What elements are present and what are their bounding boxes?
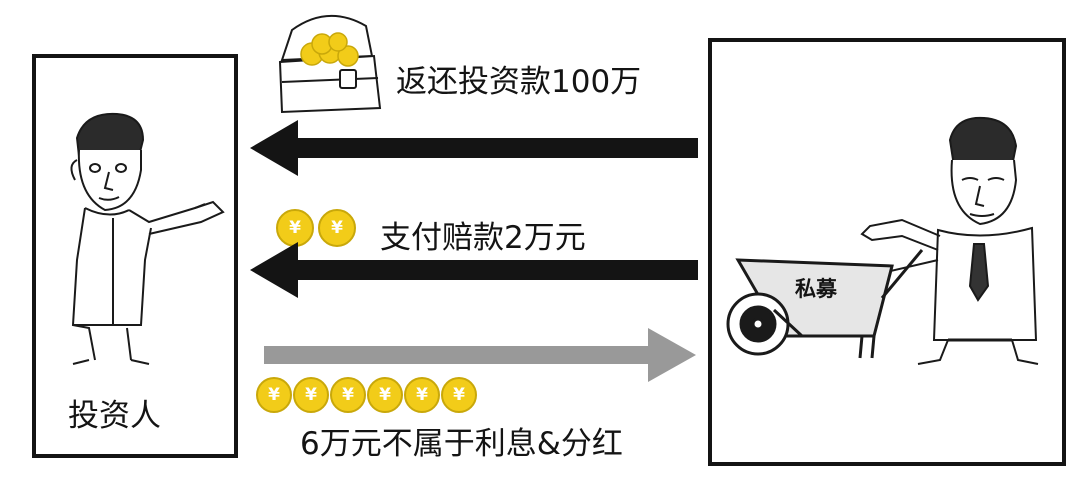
coin-group-row: ¥¥¥¥¥¥ bbox=[256, 377, 496, 413]
pay-compensation-label: 支付赔款2万元 bbox=[380, 220, 586, 256]
investor-label: 投资人 bbox=[68, 398, 161, 434]
not-interest-label: 6万元不属于利息&分红 bbox=[300, 426, 623, 462]
coin-icon: ¥ bbox=[330, 377, 366, 413]
coin-icon: ¥ bbox=[441, 377, 477, 413]
coin-group-small: ¥¥ bbox=[276, 209, 356, 249]
return-principal-label: 返还投资款100万 bbox=[396, 64, 642, 100]
coin-icon: ¥ bbox=[293, 377, 329, 413]
coin-icon: ¥ bbox=[318, 209, 356, 247]
coin-icon: ¥ bbox=[367, 377, 403, 413]
wheelbarrow-icon bbox=[726, 249, 924, 359]
private-fund-label: 私募 bbox=[795, 277, 837, 301]
arrow-return-principal bbox=[250, 120, 698, 176]
treasure-chest-icon bbox=[278, 15, 382, 114]
coin-icon: ¥ bbox=[256, 377, 292, 413]
coin-icon: ¥ bbox=[404, 377, 440, 413]
arrow-pay-compensation bbox=[250, 242, 698, 298]
coin-icon: ¥ bbox=[276, 209, 314, 247]
arrow-to-private-fund bbox=[264, 328, 696, 382]
private-fund-figure bbox=[726, 116, 1039, 365]
investor-figure bbox=[70, 112, 225, 365]
